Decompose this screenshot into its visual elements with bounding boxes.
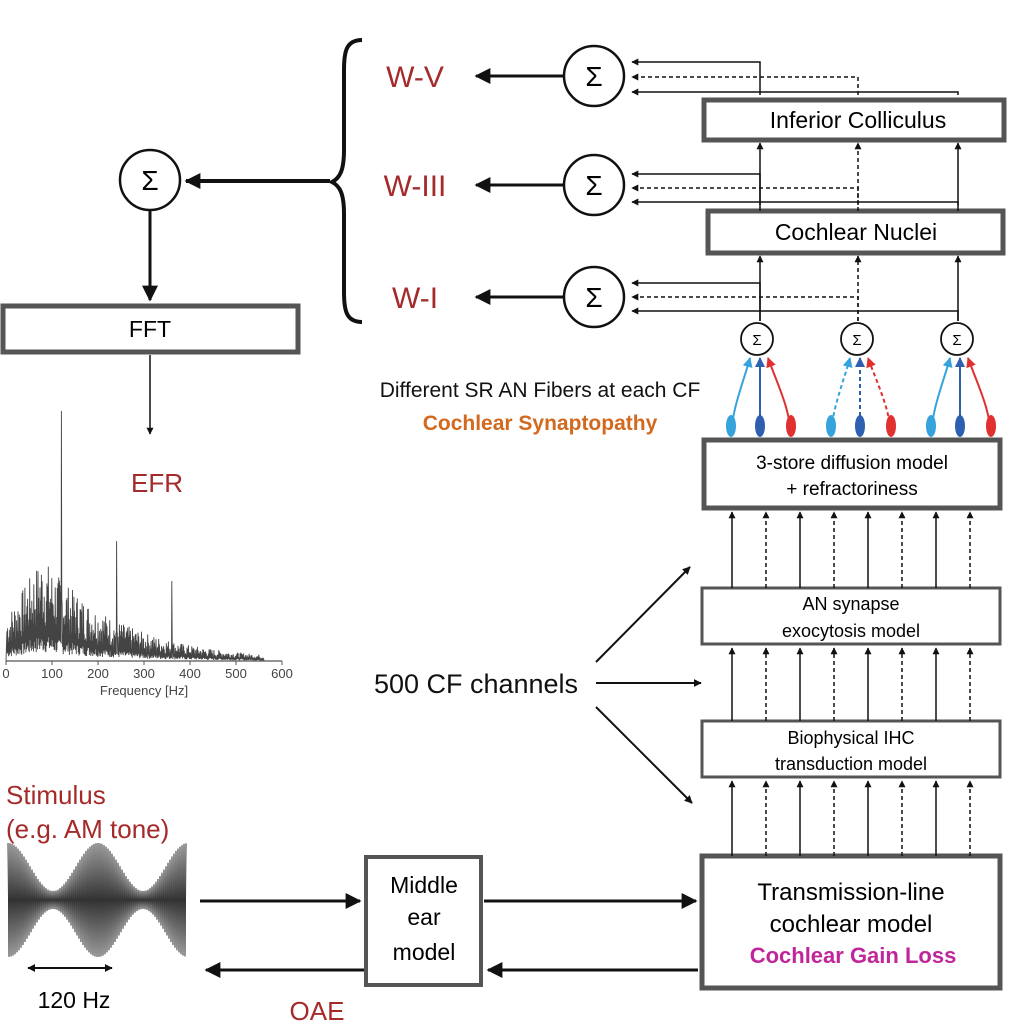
bottom-flow-arrows [200,893,698,978]
oae-label: OAE [290,996,345,1026]
diffusion-model-line2: + refractoriness [786,479,917,500]
transmission-line-line1: Transmission-line [757,879,944,906]
an-fiber-group-1 [726,357,796,437]
spectrum-tick-label: 200 [87,666,109,681]
an-sum-node-3: Σ [940,322,974,356]
spectrum-tick-label: 600 [271,666,293,681]
sum-symbol: Σ [141,165,158,196]
spectrum-tick-label: 100 [41,666,63,681]
ihc-model-line1: Biophysical IHC [787,728,914,748]
spectrum-x-axis-label: Frequency [Hz] [100,683,188,698]
cochlear-nuclei-label: Cochlear Nuclei [775,219,937,245]
sum-symbol: Σ [952,332,961,349]
inferior-colliculus-label: Inferior Colliculus [770,107,946,133]
an-fiber-group-2 [826,357,896,437]
spectrum-tick-label: 400 [179,666,201,681]
cn-to-ic-arrows [756,142,962,211]
sum-node-w3: Σ [562,153,626,217]
spectrum-tick-label: 0 [2,666,9,681]
an-synapse-line1: AN synapse [802,594,899,614]
stimulus-label: Stimulus [6,780,106,810]
an-to-cn-arrows [756,255,962,321]
wave-label-w1: W-I [392,282,438,315]
curly-brace [327,38,363,324]
spectrum-x-ticks: 0 100 200 300 400 500 600 [2,661,293,681]
ihc-model-box: Biophysical IHC transduction model [700,719,1002,779]
sum-symbol: Σ [585,61,602,92]
an-sum-node-1: Σ [740,322,774,356]
spectrum-tick-label: 500 [225,666,247,681]
transmission-line-box: Transmission-line cochlear model Cochlea… [699,853,1003,991]
an-synapse-box: AN synapse exocytosis model [700,586,1002,646]
spectrum-tick-label: 300 [133,666,155,681]
efr-label: EFR [131,468,183,498]
wave-label-w3: W-III [384,170,447,203]
am-tone-waveform [7,842,187,957]
fft-box: FFT [0,303,301,355]
an-sum-node-2: Σ [840,322,874,356]
diffusion-model-box: 3-store diffusion model + refractoriness [701,437,1003,511]
sr-fibers-label: Different SR AN Fibers at each CF [380,379,701,402]
sum-node-w1: Σ [562,265,626,329]
middle-ear-line2: ear [407,904,441,930]
inferior-colliculus-box: Inferior Colliculus [701,97,1007,143]
cf-channels-label: 500 CF channels [374,669,578,699]
cf-channels-pointers [595,566,702,804]
sum-symbol: Σ [585,282,602,313]
ic-to-w5-connections [631,58,959,96]
middle-ear-line1: Middle [390,872,458,898]
middle-ear-line3: model [393,939,456,965]
sum-node-total: Σ [118,148,182,212]
transmission-line-line2: cochlear model [770,911,933,938]
middle-ear-box: Middle ear model [364,855,483,987]
stimulus-example-label: (e.g. AM tone) [6,814,169,844]
sum-node-w5: Σ [562,44,626,108]
am-tone-trace [7,842,187,957]
synaptopathy-label: Cochlear Synaptopathy [423,412,658,435]
gain-loss-label: Cochlear Gain Loss [750,943,957,968]
diffusion-model-line1: 3-store diffusion model [756,453,948,474]
efr-spectrum-plot [5,410,265,662]
cf-channel-arrows [728,511,974,856]
sum-symbol: Σ [752,332,761,349]
cn-to-w3-connections [631,170,959,206]
cochlear-nuclei-box: Cochlear Nuclei [705,208,1006,256]
spectrum-trace [5,410,265,662]
modulation-frequency-label: 120 Hz [38,987,111,1013]
ihc-model-line2: transduction model [775,754,927,774]
an-synapse-line2: exocytosis model [782,621,920,641]
wave-label-w5: W-V [386,61,444,94]
sum-symbol: Σ [852,332,861,349]
an-to-w1-connections [631,279,959,321]
sum-symbol: Σ [585,170,602,201]
an-fiber-group-3 [926,357,996,437]
fft-label: FFT [129,316,171,342]
